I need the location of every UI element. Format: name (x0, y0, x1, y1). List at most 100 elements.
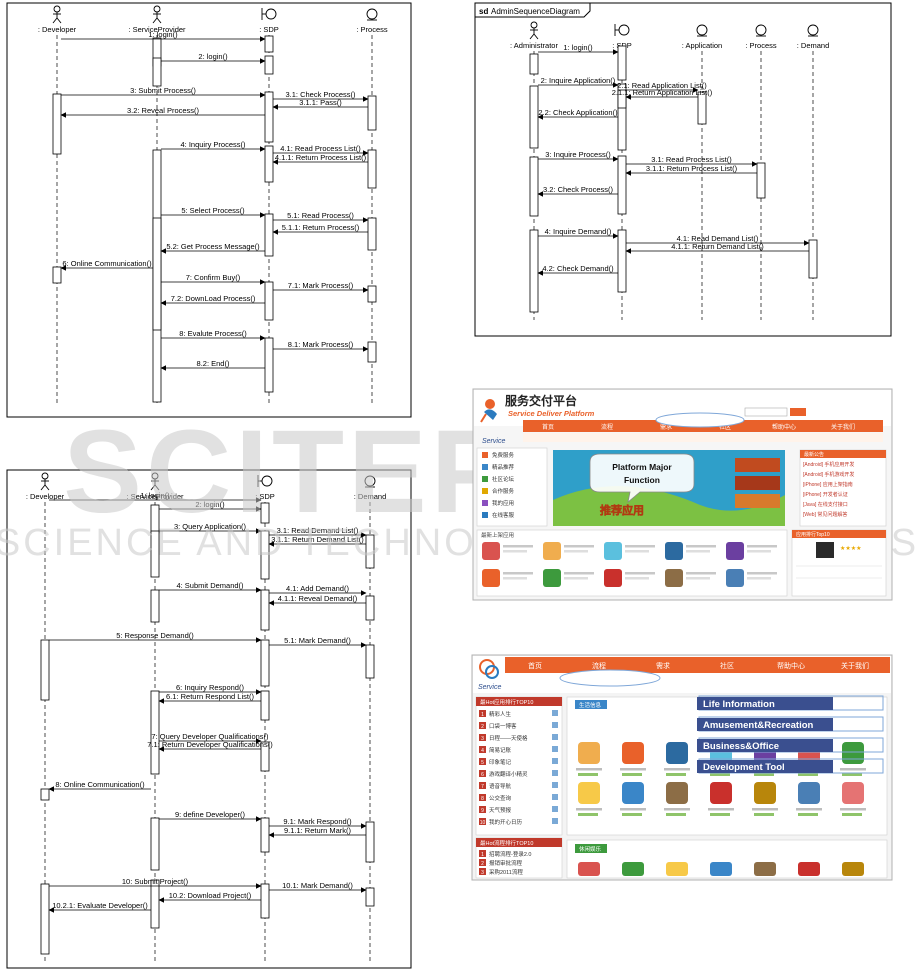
portal-top-search-input[interactable] (744, 407, 788, 417)
rank-number: 7 (481, 784, 484, 790)
app-icon[interactable] (622, 862, 644, 876)
hot-list-item[interactable]: 印象笔记 (489, 758, 512, 766)
activation-bar (529, 85, 539, 149)
lifeline-head-admin-4 (807, 24, 819, 37)
service-logo-icon-2 (479, 659, 499, 679)
hot-apps-header (476, 697, 562, 706)
lifeline-label: : Process (356, 25, 388, 34)
app-icon[interactable] (665, 542, 683, 560)
app-icon[interactable] (710, 782, 732, 804)
nav-item[interactable]: 关于我们 (841, 661, 869, 670)
download-icon[interactable] (552, 758, 558, 764)
nav-item[interactable]: 流程 (592, 661, 606, 670)
app-icon[interactable] (710, 862, 732, 876)
announce-item[interactable]: [Web] 常见问题解答 (803, 511, 847, 518)
app-icon[interactable] (622, 742, 644, 764)
announce-item[interactable]: [Android] 手机应用开发 (803, 461, 854, 468)
rank-number: 9 (481, 808, 484, 814)
app-rating-bar (666, 773, 686, 776)
hot-list-item[interactable]: 游戏翻译小精灵 (489, 770, 528, 778)
app-icon[interactable] (842, 742, 864, 764)
announce-item[interactable]: [Android] 手机游戏开发 (803, 471, 854, 478)
nav-item[interactable]: 首页 (528, 661, 542, 670)
app-icon[interactable] (622, 782, 644, 804)
hot-list-item[interactable]: 公交查询 (489, 794, 512, 802)
app-icon[interactable] (543, 569, 561, 587)
hot-list-item[interactable]: 精彩人生 (489, 710, 512, 718)
app-icon[interactable] (666, 782, 688, 804)
rank-number: 2 (481, 724, 484, 730)
app-icon[interactable] (604, 542, 622, 560)
app-icon[interactable] (578, 782, 600, 804)
nav-item[interactable]: 关于我们 (831, 423, 855, 431)
sidebar-item[interactable]: 合作服务 (492, 487, 515, 495)
app-icon[interactable] (665, 569, 683, 587)
download-icon[interactable] (552, 734, 558, 740)
sidebar-item-icon (482, 488, 488, 494)
sidebar-item[interactable]: 免费服务 (492, 451, 515, 459)
sidebar-item[interactable]: 在线客服 (492, 511, 515, 519)
download-icon[interactable] (552, 794, 558, 800)
download-icon[interactable] (552, 818, 558, 824)
hot-list-item[interactable]: 语音导航 (489, 782, 512, 790)
app-text-line (503, 545, 533, 548)
app-icon[interactable] (578, 742, 600, 764)
app-icon[interactable] (842, 862, 864, 876)
app-icon[interactable] (604, 569, 622, 587)
nav-item[interactable]: 帮助中心 (772, 423, 796, 431)
nav-item[interactable]: 帮助中心 (777, 661, 805, 670)
hot-list-item[interactable]: 我的开心日历 (489, 818, 523, 826)
sidebar-item[interactable]: 精品推荐 (492, 463, 515, 471)
nav-item[interactable]: 需求 (656, 661, 670, 670)
nav-item[interactable]: 首页 (542, 423, 554, 431)
sidebar-item[interactable]: 我的应用 (492, 499, 514, 507)
download-icon[interactable] (552, 782, 558, 788)
hot-list-item[interactable]: 招聘流程-登录2.0 (489, 850, 531, 858)
download-icon[interactable] (552, 710, 558, 716)
hot-list-item[interactable]: 报销审批流程 (489, 859, 523, 867)
download-icon[interactable] (552, 722, 558, 728)
hot-list-item[interactable]: 简易记账 (489, 746, 512, 754)
app-text-line (747, 577, 771, 580)
tab-entertainment[interactable] (575, 844, 607, 853)
app-icon[interactable] (666, 862, 688, 876)
nav-item[interactable]: 社区 (720, 661, 734, 670)
hot-list-item[interactable]: 口袋一博客 (489, 722, 517, 730)
app-icon[interactable] (666, 742, 688, 764)
nav-item[interactable]: 社区 (719, 423, 731, 431)
app-icon[interactable] (726, 542, 744, 560)
app-icon[interactable] (798, 782, 820, 804)
banner-promo-text: 推荐应用 (600, 503, 644, 517)
app-icon[interactable] (543, 542, 561, 560)
activation-bar (150, 817, 160, 871)
app-icon[interactable] (754, 862, 776, 876)
app-icon[interactable] (754, 782, 776, 804)
app-icon[interactable] (482, 569, 500, 587)
lifeline-label: : Demand (354, 492, 387, 501)
hot-list-item[interactable]: 日程——天使格 (489, 734, 528, 742)
hot-list-item[interactable]: 天气预报 (489, 806, 512, 814)
app-icon[interactable] (798, 862, 820, 876)
download-icon[interactable] (552, 806, 558, 812)
app-icon[interactable] (578, 862, 600, 876)
app-icon[interactable] (842, 782, 864, 804)
portal-top-search-button[interactable] (790, 408, 806, 416)
activation-bar (264, 145, 274, 183)
activation-bar (260, 690, 270, 721)
app-icon[interactable] (726, 569, 744, 587)
sidebar-item[interactable]: 社区论坛 (492, 475, 515, 483)
nav-item[interactable]: 需求 (660, 423, 672, 431)
tab-life-info[interactable] (575, 700, 607, 709)
hot-list-item[interactable]: 采购2011流程 (489, 868, 523, 876)
announce-item[interactable]: [iPhone] 开发者认证 (803, 491, 848, 498)
announce-item[interactable]: [Java] 在线支付接口 (803, 501, 848, 508)
message-label: 8.2: End() (197, 359, 230, 368)
app-icon[interactable] (482, 542, 500, 560)
announce-title: 最新公告 (804, 451, 824, 458)
announce-item[interactable]: [iPhone] 应用上架指南 (803, 481, 853, 488)
download-icon[interactable] (552, 770, 558, 776)
app-text-line (625, 550, 649, 553)
download-icon[interactable] (552, 746, 558, 752)
nav-item[interactable]: 流程 (601, 423, 613, 431)
sidebar-item-icon (482, 476, 488, 482)
